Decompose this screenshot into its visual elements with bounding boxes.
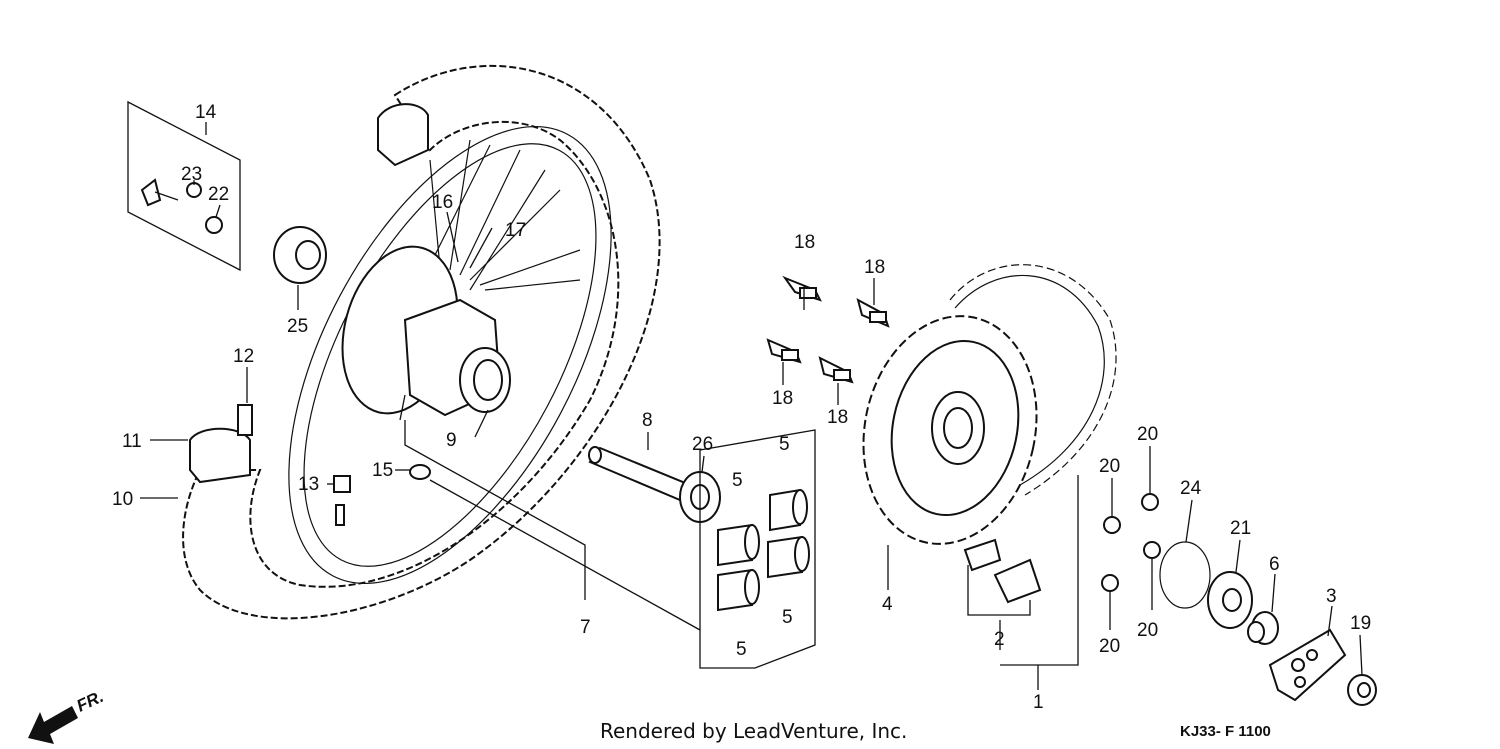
callout-18a: 18	[794, 232, 815, 253]
callout-18c: 18	[772, 388, 793, 409]
callout-11: 11	[122, 431, 142, 452]
rear-wheel-assembly	[182, 65, 661, 620]
callout-8: 8	[642, 410, 653, 431]
callout-4: 4	[882, 594, 893, 615]
direction-label: FR.	[74, 687, 107, 716]
callout-17: 17	[505, 220, 526, 241]
sprocket-4	[862, 315, 1038, 545]
callout-15: 15	[372, 460, 393, 481]
callout-20b: 20	[1099, 456, 1120, 477]
damper-group	[699, 429, 816, 669]
callout-6: 6	[1269, 554, 1280, 575]
callout-21: 21	[1230, 518, 1251, 539]
callout-1: 1	[1033, 692, 1044, 713]
callout-12: 12	[233, 346, 254, 367]
valve-cap	[333, 475, 351, 493]
callout-16: 16	[432, 192, 453, 213]
rim-lock	[377, 103, 429, 167]
callout-2: 2	[994, 629, 1005, 650]
callout-9: 9	[446, 430, 457, 451]
bolt-set-14	[127, 100, 241, 272]
spoke-nipple	[409, 464, 431, 480]
circlip-24	[1159, 541, 1211, 609]
callout-24: 24	[1180, 478, 1202, 499]
leader-lines	[140, 122, 1363, 690]
tire	[182, 65, 661, 620]
rim	[288, 125, 612, 585]
callout-10: 10	[112, 489, 133, 510]
studs-18	[766, 275, 890, 384]
axle-nut-19	[1347, 674, 1377, 706]
nuts-20	[1101, 493, 1161, 592]
front-direction-indicator: FR.	[28, 687, 107, 744]
callout-3: 3	[1326, 586, 1337, 607]
bearing-25	[273, 226, 327, 284]
callout-22: 22	[208, 184, 229, 205]
render-credit: Rendered by LeadVenture, Inc.	[600, 719, 907, 743]
callout-13: 13	[298, 474, 319, 495]
callout-5c: 5	[782, 607, 793, 628]
callout-5d: 5	[736, 639, 747, 660]
callout-20d: 20	[1099, 636, 1120, 657]
spokes	[429, 139, 581, 291]
collar-6	[1247, 611, 1279, 645]
collar-8	[588, 446, 692, 502]
callout-5a: 5	[779, 434, 790, 455]
callout-23: 23	[181, 164, 202, 185]
callout-25: 25	[287, 316, 308, 337]
adjuster-plate-3	[1268, 628, 1347, 702]
valve-stem	[335, 504, 345, 526]
callout-14: 14	[195, 102, 217, 123]
callout-18d: 18	[827, 407, 848, 428]
callout-19: 19	[1350, 613, 1371, 634]
callout-18b: 18	[864, 257, 885, 278]
master-link-2	[963, 538, 1042, 604]
diagram-code: KJ33- F 1100	[1180, 723, 1271, 740]
bearing-21	[1207, 571, 1253, 629]
callout-20a: 20	[1137, 424, 1158, 445]
callout-26: 26	[692, 434, 713, 455]
callout-7: 7	[580, 617, 591, 638]
arrow-left-icon	[28, 706, 78, 744]
callout-20c: 20	[1137, 620, 1158, 641]
callout-5b: 5	[732, 470, 743, 491]
drive-chain	[949, 264, 1117, 496]
callout-labels: 14 23 22 25 16 17 12 11 9 10 13 15 7 8 2…	[112, 102, 1371, 713]
